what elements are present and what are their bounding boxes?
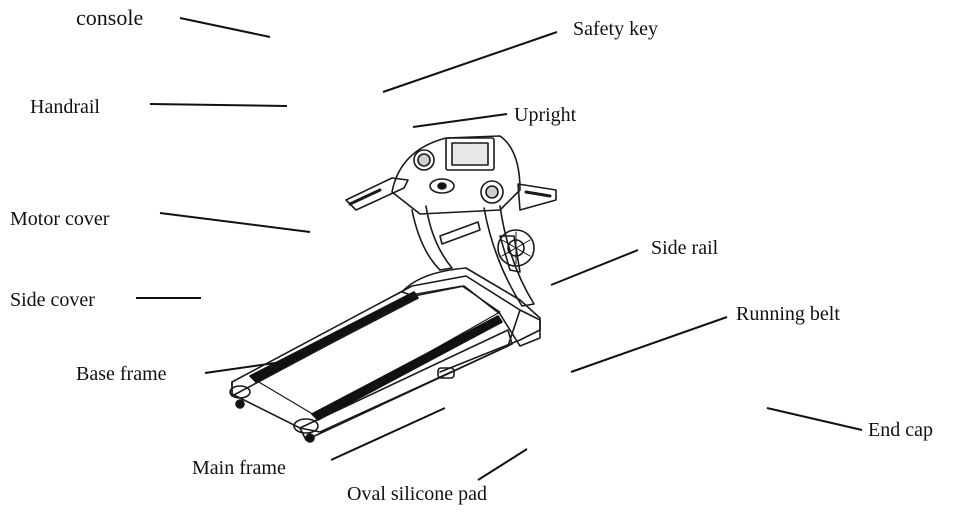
leader-base-frame [204,361,283,374]
speaker-left [413,149,435,171]
handrail-right [517,183,557,211]
side-rail-near [299,329,513,441]
leader-main-frame [330,407,446,461]
label-handrail: Handrail [30,96,100,118]
leader-oval-silicone-pad [477,448,528,481]
leader-end-cap [766,407,863,431]
leader-safety-key [382,31,558,93]
label-main-frame: Main frame [192,457,286,479]
label-end-cap: End cap [868,419,933,441]
leader-side-rail [550,249,639,286]
drive-wheel [497,229,535,267]
leader-console [179,17,271,38]
console-display [445,137,495,171]
motor-cover [401,267,541,347]
safety-key-center [437,182,447,190]
leader-handrail [149,103,288,107]
speaker-right-inner [485,185,499,199]
label-upright: Upright [514,104,577,126]
label-motor-cover: Motor cover [10,208,110,230]
label-base-frame: Base frame [76,363,167,385]
upright-left [411,205,453,271]
belt-strip-left [249,291,419,383]
end-cap-left [229,385,251,399]
wheel-right [305,433,315,443]
handrail-left-grip [348,188,382,206]
label-oval-silicone-pad: Oval silicone pad [347,483,487,505]
deck-frame [231,275,521,433]
end-cap-right [293,418,319,434]
belt-strip-right [311,315,503,421]
speaker-right [480,180,504,204]
leader-motor-cover [159,212,311,233]
lower-handlebar [439,221,481,245]
leader-upright [412,113,508,128]
leader-running-belt [570,316,728,373]
treadmill-drawing [229,135,557,443]
console-display-inner [451,142,489,166]
console-arch [391,135,521,215]
safety-key-disk [429,178,455,194]
label-side-cover: Side cover [10,289,95,311]
wheel-left [235,399,245,409]
upright-right [483,205,535,307]
speaker-left-inner [417,153,431,167]
leader-lines [136,17,863,481]
label-safety-key: Safety key [573,18,658,40]
label-console: console [76,5,144,30]
handrail-left [345,177,409,211]
handrail-right-grip [524,190,552,198]
support-foot [437,367,455,379]
label-side-rail: Side rail [651,237,719,259]
label-running-belt: Running belt [736,303,840,325]
side-bottle [499,235,521,273]
